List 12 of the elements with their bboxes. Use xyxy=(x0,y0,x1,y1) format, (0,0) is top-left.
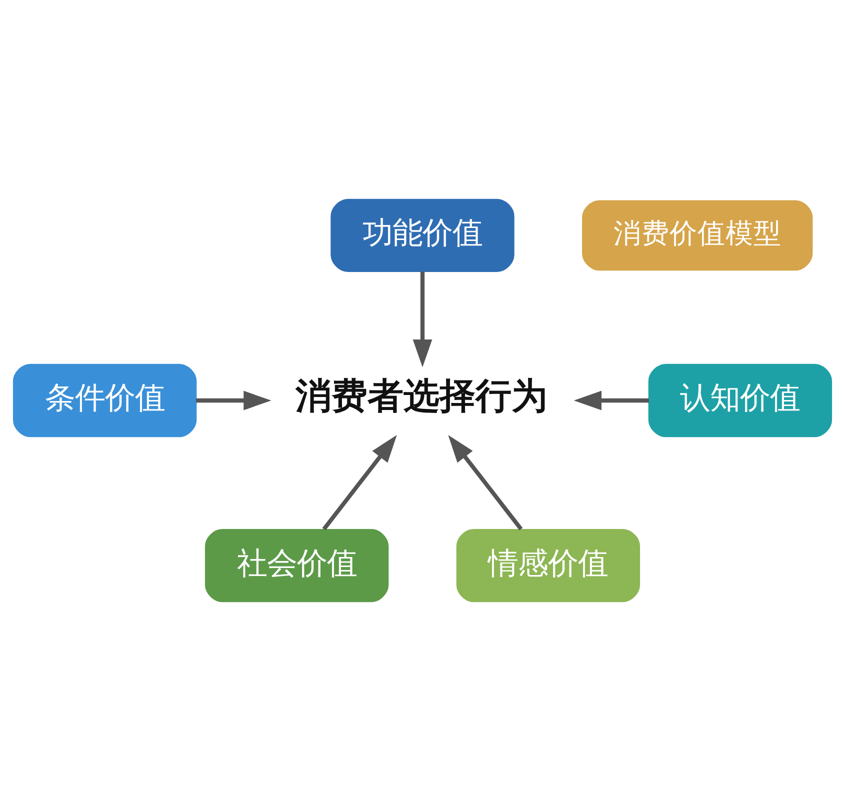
arrow xyxy=(574,390,649,410)
arrow xyxy=(322,434,397,530)
node-box: 条件价值 xyxy=(12,363,197,437)
node-box: 功能价值 xyxy=(330,198,514,272)
arrow xyxy=(196,390,272,410)
node-box: 社会价值 xyxy=(204,528,389,602)
node-text: 消费者选择行为 xyxy=(295,375,548,416)
arrow xyxy=(412,271,432,367)
node-box: 情感价值 xyxy=(456,528,640,602)
arrow xyxy=(448,434,523,530)
node-box: 消费价值模型 xyxy=(582,200,813,270)
node-box: 认知价值 xyxy=(648,363,832,437)
